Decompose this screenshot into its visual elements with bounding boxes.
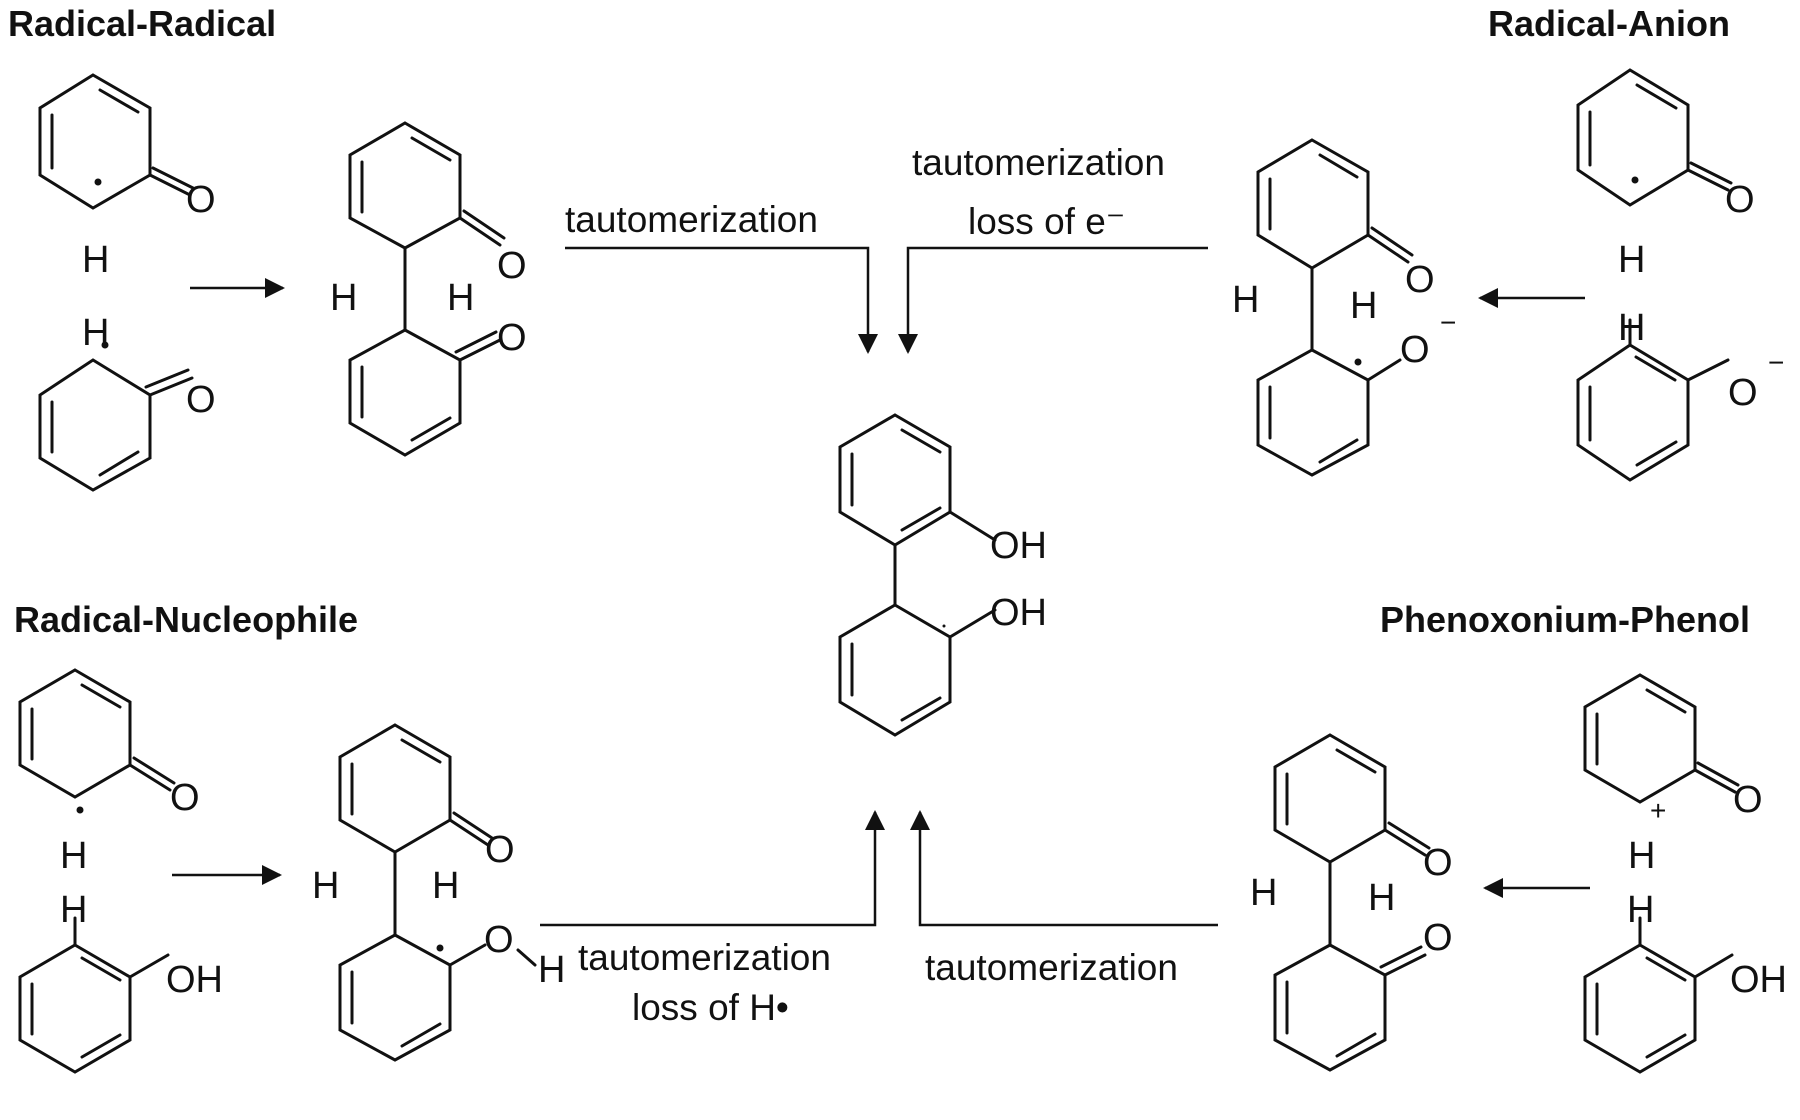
rn-reactant-2: H OH (18, 889, 223, 1074)
rn-reactant-1: O H (18, 668, 200, 877)
hydroxyl-group: OH (166, 959, 223, 1001)
hydrogen-atom: H (60, 889, 87, 931)
oxygen-atom: O (1725, 179, 1755, 221)
radical-dot (1354, 358, 1362, 366)
rn-condition-line1: tautomerization (578, 937, 831, 978)
hydrogen-atom: H (1232, 279, 1259, 321)
hydrogen-atom: H (312, 865, 339, 907)
hydrogen-atom: H (82, 312, 109, 354)
oxygen-atom: O (186, 379, 216, 421)
hydrogen-atom: H (1368, 877, 1395, 919)
ra-condition-line1: tautomerization (912, 142, 1165, 183)
biphenol-product: OH OH (838, 413, 1047, 737)
ra-adduct: O O − H H (1232, 138, 1456, 477)
hydrogen-atom: H (1618, 307, 1645, 349)
radical-dot (76, 806, 84, 814)
radical-dot (436, 944, 444, 952)
oxygen-atom: O (1423, 842, 1453, 884)
hydrogen-atom: H (1618, 239, 1645, 281)
oxygen-atom: O (497, 245, 527, 287)
rn-tautomerization-arrow (540, 810, 885, 927)
rr-reactant-2: O H (38, 312, 216, 492)
oxygen-atom: O (1400, 329, 1430, 371)
pp-condition-label: tautomerization (925, 947, 1178, 988)
hydrogen-atom: H (447, 277, 474, 319)
oxygen-atom: O (1423, 917, 1453, 959)
oxygen-atom: O (484, 919, 514, 961)
radical-dot (94, 178, 102, 186)
hydrogen-atom: H (82, 239, 109, 281)
negative-charge: − (1440, 307, 1456, 338)
oxygen-atom: O (1728, 372, 1758, 414)
oxygen-atom: O (485, 829, 515, 871)
hydrogen-atom: H (60, 835, 87, 877)
title-radical-radical: Radical-Radical (8, 3, 276, 44)
rn-adduct: O O H H H (312, 723, 565, 1062)
ra-reactant-1: O H (1576, 68, 1755, 281)
pp-tautomerization-arrow (910, 810, 1218, 927)
oxygen-atom: O (170, 777, 200, 819)
hydroxyl-group: OH (990, 592, 1047, 634)
pp-dimer: O O H H (1250, 733, 1453, 1072)
title-radical-anion: Radical-Anion (1488, 3, 1730, 44)
ra-condition-line2: loss of e⁻ (968, 201, 1125, 242)
radical-dot (101, 341, 109, 349)
rn-condition-line2: loss of H• (632, 987, 789, 1028)
ra-reactant-2: H O − (1576, 307, 1784, 482)
hydrogen-atom: H (330, 277, 357, 319)
pp-reactant-1: + O H (1583, 673, 1763, 877)
title-radical-nucleophile: Radical-Nucleophile (14, 599, 358, 640)
hydrogen-atom: H (1350, 285, 1377, 327)
positive-charge: + (1650, 795, 1666, 826)
negative-charge: − (1768, 347, 1784, 378)
ra-tautomerization-arrow (898, 246, 1208, 354)
hydroxyl-group: OH (990, 525, 1047, 567)
hydrogen-atom: H (1627, 889, 1654, 931)
pp-reactant-2: H OH (1583, 889, 1787, 1074)
oxygen-atom: O (497, 317, 527, 359)
radical-dot (1631, 176, 1639, 184)
hydrogen-atom: H (1628, 835, 1655, 877)
oxygen-atom: O (1405, 259, 1435, 301)
oxygen-atom: O (186, 179, 216, 221)
hydrogen-atom: H (432, 865, 459, 907)
hydrogen-atom: H (538, 949, 565, 991)
title-phenoxonium-phenol: Phenoxonium-Phenol (1380, 599, 1750, 640)
rr-reactant-1: O H (38, 73, 216, 281)
oxygen-atom: O (1733, 779, 1763, 821)
rr-tautomerization-arrow (565, 246, 878, 354)
rr-dimer: O O H H (330, 121, 527, 457)
rr-condition-label: tautomerization (565, 199, 818, 240)
hydroxyl-group: OH (1730, 959, 1787, 1001)
hydrogen-atom: H (1250, 872, 1277, 914)
